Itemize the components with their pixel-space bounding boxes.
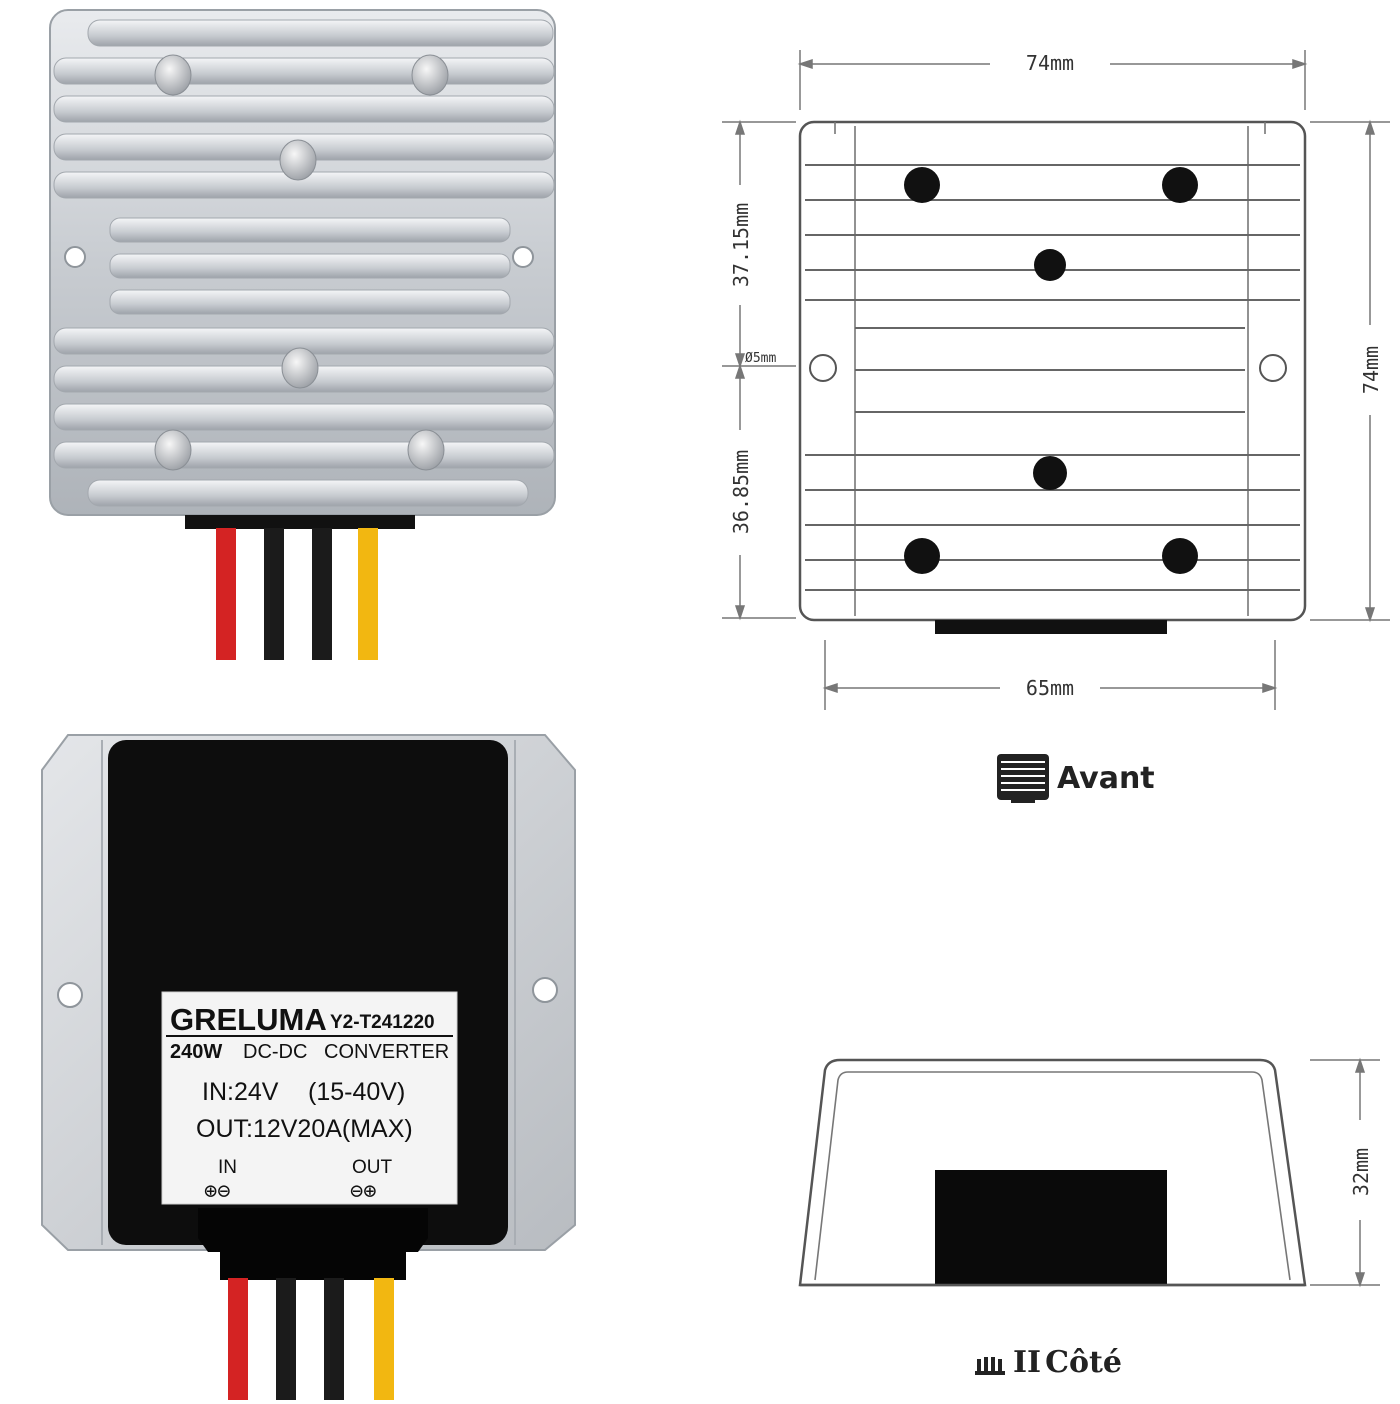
- side-caption-text: Côté: [1045, 1345, 1122, 1380]
- model-label: Y2-T241220: [330, 1012, 435, 1033]
- output-wires: [216, 528, 378, 660]
- side-caption-prefix: II: [1013, 1345, 1042, 1380]
- plate-hole-right: [532, 977, 558, 1003]
- front-hole-left: [809, 354, 837, 382]
- heatsink-photo: [40, 0, 570, 670]
- front-height-label: 74mm: [1359, 346, 1383, 394]
- front-bottom-offset-label: 36.85mm: [729, 450, 753, 534]
- front-top-offset-label: 37.15mm: [729, 203, 753, 287]
- front-caption-text: Avant: [1057, 760, 1155, 796]
- brand-label: GRELUMA: [170, 1002, 327, 1037]
- heatsink-illustration: [49, 9, 556, 660]
- front-hole-label: Ø5mm: [745, 351, 776, 366]
- front-view-svg: 74mm 65mm 74mm 37.15mm 36.85mm Ø5mm: [722, 50, 1390, 710]
- heatsink-side-icon: [975, 1356, 1005, 1375]
- converter-photo: GRELUMA Y2-T241220 240W DC-DC CONVERTER …: [40, 730, 580, 1400]
- front-view-drawing: 74mm 65mm 74mm 37.15mm 36.85mm Ø5mm: [700, 30, 1400, 730]
- plate-hole-left: [57, 982, 83, 1008]
- heatsink-front-icon: [997, 754, 1049, 803]
- out-label: OUT: [352, 1157, 393, 1178]
- front-width-label: 74mm: [1026, 51, 1074, 75]
- in-label: IN: [218, 1157, 237, 1178]
- input-range-label: (15-40V): [308, 1078, 405, 1106]
- input-spec-label: IN:24V: [202, 1078, 279, 1106]
- converter-illustration: GRELUMA Y2-T241220 240W DC-DC CONVERTER …: [41, 734, 576, 1400]
- side-height-label: 32mm: [1349, 1148, 1373, 1196]
- mount-hole-right: [512, 246, 534, 268]
- front-hole-right: [1259, 354, 1287, 382]
- side-view-svg: 32mm: [798, 1057, 1380, 1288]
- front-fin-lines: [805, 164, 1300, 591]
- front-screws: [904, 167, 1198, 574]
- type-b-label: CONVERTER: [324, 1041, 449, 1063]
- power-label: 240W: [170, 1041, 222, 1063]
- out-polarity-icon: ⊖⊕: [350, 1179, 377, 1204]
- converter-wires: [228, 1278, 394, 1400]
- front-bottom-width-label: 65mm: [1026, 676, 1074, 700]
- type-a-label: DC-DC: [243, 1041, 307, 1063]
- in-polarity-icon: ⊕⊖: [204, 1179, 231, 1204]
- output-spec-label: OUT:12V20A(MAX): [196, 1115, 413, 1143]
- mount-hole-left: [64, 246, 86, 268]
- side-view-drawing: 32mm: [780, 1040, 1400, 1300]
- side-caption: II Côté: [975, 1345, 1122, 1380]
- front-caption: Avant: [995, 752, 1155, 804]
- heatsink-screws: [154, 54, 449, 471]
